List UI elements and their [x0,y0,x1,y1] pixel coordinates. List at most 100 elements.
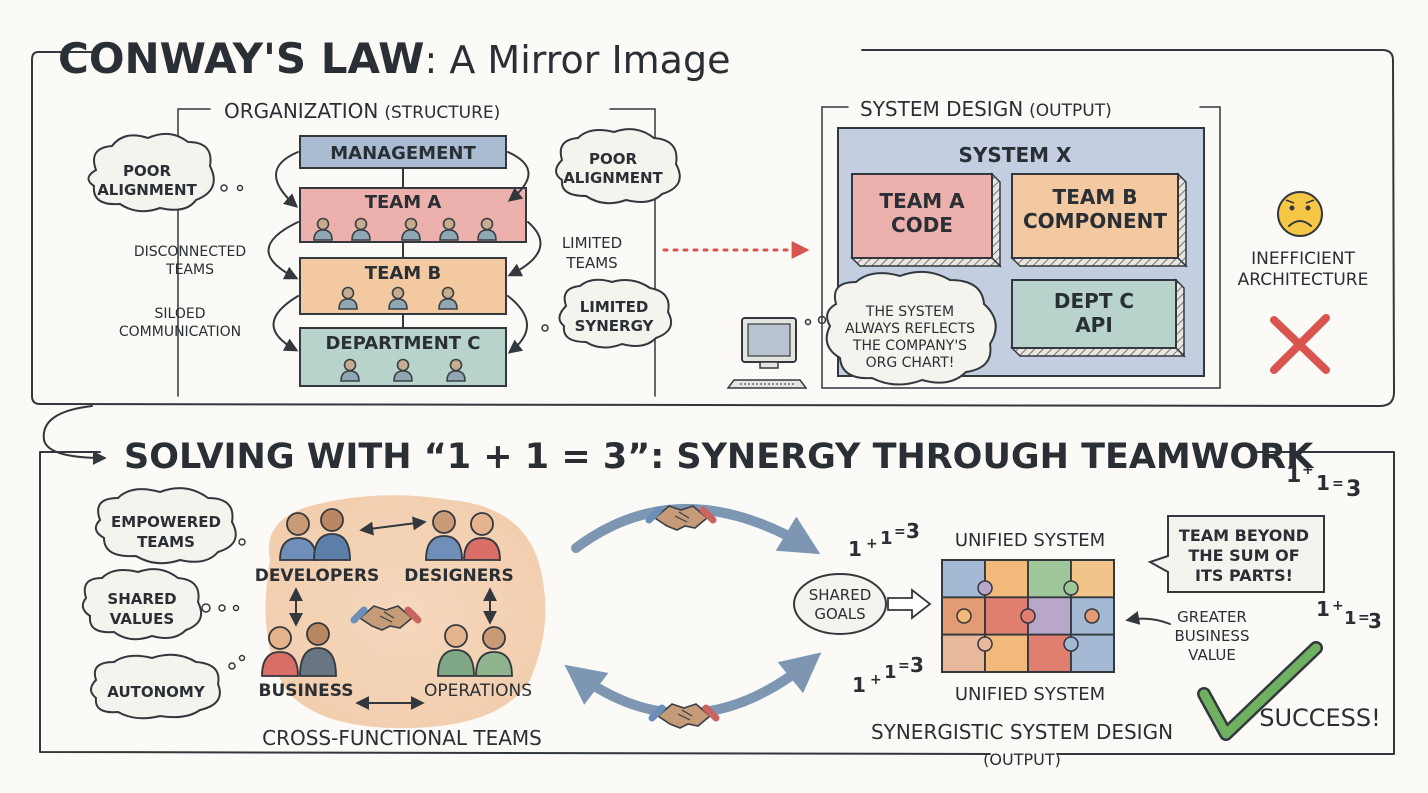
svg-text:GOALS: GOALS [814,605,865,623]
svg-text:+: + [1332,598,1344,614]
cloud-poor-alignment-left: POOR ALIGNMENT [87,132,244,213]
note-siloed-line2: COMMUNICATION [119,324,241,340]
svg-text:1: 1 [852,673,866,697]
synergistic-sub: (OUTPUT) [983,750,1061,769]
cloud-autonomy: AUTONOMY [90,653,246,720]
top-panel-border [31,49,1395,407]
team-b-label: TEAM B [365,263,441,284]
note-disconnected-line1: DISCONNECTED [134,244,246,260]
bottom-panel: SOLVING WITH “1 + 1 = 3”: SYNERGY THROUG… [39,437,1395,769]
equation-right-middle: 1 + 1 = 3 [1316,597,1382,633]
svg-text:+: + [866,536,878,552]
svg-text:POOR: POOR [589,150,637,168]
block-team-a-code: TEAM A CODE [850,172,1002,268]
red-x-icon [1270,314,1330,374]
svg-text:AUTONOMY: AUTONOMY [107,683,206,701]
designers-label: DESIGNERS [404,566,513,586]
main-title: CONWAY'S LAW: A Mirror Image [58,34,730,83]
top-handshake-icon [649,506,713,530]
management-box [299,135,507,169]
svg-text:3: 3 [906,519,920,543]
shared-goals-arrow [887,588,932,620]
greater-value-line3: VALUE [1188,646,1236,664]
bottom-handshake-icon [652,704,716,728]
svg-text:+: + [870,672,882,688]
success-label: SUCCESS! [1259,704,1381,732]
thought-cloud-org-chart: THE SYSTEM ALWAYS REFLECTS THE COMPANY'S… [804,270,997,386]
svg-text:VALUES: VALUES [110,610,174,628]
svg-text:TEAM B: TEAM B [1053,185,1138,209]
svg-text:ITS PARTS!: ITS PARTS! [1195,566,1293,585]
block-dept-c-api: DEPT C API [1010,278,1186,358]
svg-text:ALWAYS REFLECTS: ALWAYS REFLECTS [845,321,975,337]
svg-text:=: = [1358,610,1370,626]
puzzle-frame [941,559,1115,673]
svg-text:SHARED: SHARED [809,586,872,604]
equation-left-top: 1 + 1 = 3 [848,519,920,561]
note-limited-line2: TEAMS [565,254,617,272]
inefficient-line2: ARCHITECTURE [1238,270,1369,290]
svg-text:3: 3 [910,653,924,677]
svg-text:THE SUM OF: THE SUM OF [1188,546,1299,565]
department-c-label: DEPARTMENT C [325,333,480,354]
main-title-rest: : A Mirror Image [424,38,730,82]
operations-group [437,624,513,677]
solution-title: SOLVING WITH “1 + 1 = 3”: SYNERGY THROUG… [124,437,1315,477]
svg-text:=: = [1332,476,1344,492]
cross-functional-label: CROSS-FUNCTIONAL TEAMS [262,726,542,750]
svg-text:THE SYSTEM: THE SYSTEM [865,304,954,320]
unified-system-top: UNIFIED SYSTEM [955,530,1105,551]
svg-text:API: API [1075,313,1113,337]
svg-text:ORG CHART!: ORG CHART! [866,355,955,371]
greater-value-arrow [1125,611,1171,625]
svg-text:1: 1 [884,662,897,683]
developers-label: DEVELOPERS [255,566,380,586]
designers-group [425,510,501,561]
dev-design-arrow [359,516,427,536]
svg-text:CODE: CODE [891,213,953,237]
svg-text:COMPONENT: COMPONENT [1023,209,1167,233]
system-design-frame [821,106,1221,389]
greater-value-line1: GREATER [1177,608,1247,626]
svg-text:1: 1 [1344,608,1357,629]
business-label: BUSINESS [259,681,354,701]
svg-text:EMPOWERED: EMPOWERED [111,513,221,531]
svg-text:POOR: POOR [123,162,171,180]
system-x-label: SYSTEM X [959,143,1072,167]
note-disconnected-line2: TEAMS [165,262,214,278]
right-curve-arrow-3 [507,295,528,354]
unified-system-bottom: UNIFIED SYSTEM [955,684,1105,705]
svg-text:THE COMPANY'S: THE COMPANY'S [852,338,967,354]
synergistic-label: SYNERGISTIC SYSTEM DESIGN [871,720,1173,744]
svg-text:=: = [894,524,906,540]
svg-text:TEAM BEYOND: TEAM BEYOND [1179,526,1309,545]
check-icon [1199,643,1321,739]
svg-text:LIMITED: LIMITED [580,298,649,316]
svg-text:1: 1 [1286,463,1301,488]
greater-value-line2: BUSINESS [1175,627,1250,645]
sad-face-icon [1277,191,1323,237]
puzzle-tabs [956,580,1100,652]
cloud-limited-synergy: LIMITED SYNERGY [541,278,672,349]
developers-group [279,508,351,561]
left-curve-arrow-2 [267,221,299,280]
svg-text:=: = [898,658,910,674]
cloud-empowered-teams: EMPOWERED TEAMS [94,487,246,565]
svg-text:+: + [1302,462,1314,478]
top-panel: CONWAY'S LAW: A Mirror Image ORGANIZATIO… [31,34,1395,407]
equation-top-right: 1 + 1 = 3 [1286,462,1361,502]
left-curve-arrow-1 [275,151,299,208]
svg-text:1: 1 [880,528,893,549]
bottom-panel-border [39,451,1395,755]
equation-left-bottom: 1 + 1 = 3 [852,653,924,697]
main-title-bold: CONWAY'S LAW [58,34,424,83]
svg-text:SYNERGY: SYNERGY [575,317,655,335]
note-siloed-line1: SILOED [155,306,206,322]
block-team-b-component: TEAM B COMPONENT [1010,172,1188,268]
svg-text:DEPT C: DEPT C [1054,289,1134,313]
team-a-label: TEAM A [365,192,442,213]
business-group [261,622,337,677]
note-limited-line1: LIMITED [562,234,622,252]
inefficient-line1: INEFFICIENT [1251,249,1355,269]
